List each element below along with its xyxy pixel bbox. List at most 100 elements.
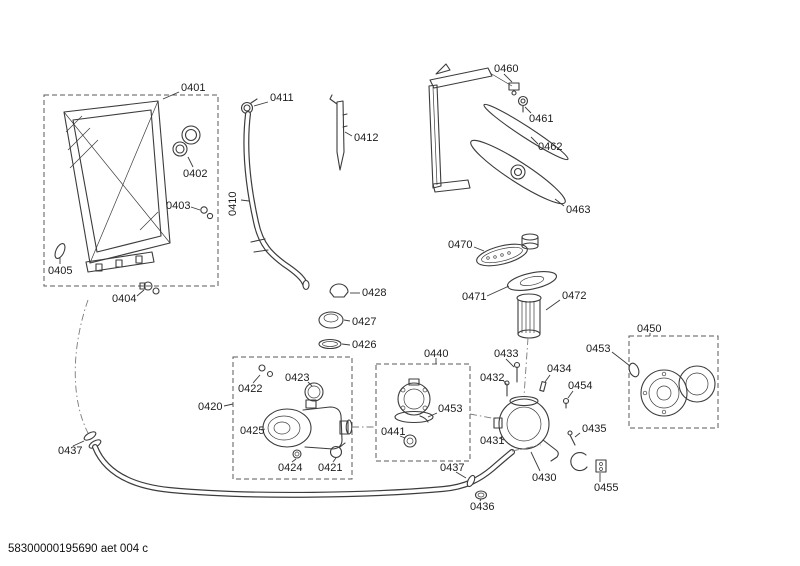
leader-0430 bbox=[530, 451, 541, 472]
motor-group: 0450 0453 bbox=[586, 323, 719, 429]
hose-fitting-ring bbox=[250, 238, 266, 243]
leader-0463 bbox=[554, 198, 565, 207]
part-label-0453-pump: 0453 bbox=[438, 403, 462, 415]
part-label-0434: 0434 bbox=[547, 363, 571, 375]
leader-0434 bbox=[544, 374, 551, 383]
part-label-0440: 0440 bbox=[424, 348, 448, 360]
seal-ring-outer bbox=[181, 125, 201, 145]
filter-plate-0471 bbox=[506, 271, 558, 291]
hose-fitting-0437 bbox=[466, 474, 476, 488]
part-label-0460: 0460 bbox=[494, 63, 518, 75]
filter-cap bbox=[521, 233, 539, 241]
part-0412-group: 0412 bbox=[329, 94, 378, 171]
part-0405 bbox=[54, 243, 66, 259]
clip-0453 bbox=[419, 415, 429, 423]
leader-0426 bbox=[341, 343, 351, 346]
leader-0453-pump bbox=[427, 412, 438, 418]
part-label-0410: 0410 bbox=[227, 192, 239, 216]
part-label-0462: 0462 bbox=[538, 141, 562, 153]
pin-0434 bbox=[539, 381, 547, 392]
pump-head-flange bbox=[394, 410, 434, 424]
leader-0425 bbox=[260, 428, 266, 431]
part-label-0454: 0454 bbox=[568, 380, 592, 392]
frame-vertical-bar bbox=[428, 84, 442, 189]
filter-group: 0470 0471 0472 bbox=[448, 233, 586, 339]
leader-0422 bbox=[252, 374, 261, 384]
group-box-0450 bbox=[628, 335, 719, 429]
fitting-0403 bbox=[200, 206, 208, 214]
sump-outlet bbox=[542, 439, 559, 462]
part-label-0437-center: 0437 bbox=[440, 462, 464, 474]
leader-0437-center bbox=[455, 471, 467, 479]
leader-0461 bbox=[524, 106, 532, 114]
leader-0472 bbox=[545, 299, 561, 311]
hose-ring bbox=[83, 431, 97, 441]
part-label-0437-left: 0437 bbox=[58, 445, 82, 457]
sump-collar bbox=[509, 395, 539, 407]
part-label-0428: 0428 bbox=[362, 287, 386, 299]
heat-pump-group: 0420 0422 0423 0425 0424 0421 bbox=[198, 356, 353, 480]
part-label-0431: 0431 bbox=[480, 435, 504, 447]
leader-0454 bbox=[567, 390, 574, 399]
motor-housing bbox=[678, 365, 716, 403]
gasket-0426 bbox=[318, 338, 342, 350]
part-label-0402: 0402 bbox=[183, 168, 207, 180]
leader-0411 bbox=[253, 101, 269, 107]
part-label-0403: 0403 bbox=[166, 200, 190, 212]
part-label-0411: 0411 bbox=[270, 92, 294, 104]
leader-0433 bbox=[505, 358, 515, 368]
spray-arm-frame-group: 0460 0461 0462 0463 bbox=[428, 63, 590, 216]
leader-0471 bbox=[486, 285, 510, 297]
leader-0460 bbox=[503, 73, 513, 83]
part-label-0433: 0433 bbox=[494, 348, 518, 360]
nozzle-0461 bbox=[517, 95, 529, 107]
pump-head bbox=[397, 382, 431, 416]
spray-arm-0463 bbox=[470, 139, 566, 205]
part-label-0461: 0461 bbox=[529, 113, 553, 125]
group-box-0420 bbox=[232, 356, 353, 480]
part-label-0435: 0435 bbox=[582, 423, 606, 435]
cap-0427 bbox=[318, 311, 344, 329]
disc-0441 bbox=[403, 434, 417, 448]
part-label-0421: 0421 bbox=[318, 462, 342, 474]
part-label-0432: 0432 bbox=[480, 372, 504, 384]
part-label-0441: 0441 bbox=[381, 426, 405, 438]
leader-0441 bbox=[399, 435, 406, 439]
leader-0403 bbox=[190, 206, 201, 211]
part-label-0404: 0404 bbox=[112, 293, 136, 305]
document-number: 58300000195690 aet 004 c bbox=[8, 543, 148, 555]
part-label-0405: 0405 bbox=[48, 265, 72, 277]
leader-0402 bbox=[187, 156, 194, 168]
screw-0422 bbox=[258, 364, 266, 372]
part-label-0422: 0422 bbox=[238, 383, 262, 395]
part-0412 bbox=[336, 100, 345, 171]
alignment-hose-to-sump bbox=[511, 444, 542, 452]
part-label-0471: 0471 bbox=[462, 291, 486, 303]
part-label-0425: 0425 bbox=[240, 425, 264, 437]
inlet-hose-group: 0411 0410 bbox=[227, 92, 310, 291]
part-label-0424: 0424 bbox=[278, 462, 302, 474]
part-label-0426: 0426 bbox=[352, 339, 376, 351]
group-box-0401 bbox=[43, 94, 219, 287]
part-label-0412: 0412 bbox=[354, 132, 378, 144]
leader-0423 bbox=[307, 381, 313, 387]
pump-body bbox=[262, 408, 312, 448]
clamp-0421 bbox=[329, 445, 343, 459]
tub-outline bbox=[63, 100, 171, 264]
cap-0428 bbox=[329, 283, 349, 298]
sump-body bbox=[498, 398, 550, 450]
o-ring-0453 bbox=[628, 362, 640, 378]
leader-0427 bbox=[343, 319, 351, 322]
leader-0424 bbox=[291, 458, 297, 463]
leader-0412 bbox=[344, 131, 353, 137]
pump-housing bbox=[302, 406, 343, 450]
part-label-0423: 0423 bbox=[285, 372, 309, 384]
grommet-0424 bbox=[292, 449, 302, 459]
filter-cylinder-collar bbox=[516, 293, 542, 303]
filter-tray-0470 bbox=[476, 243, 528, 267]
alignment-pumphead-to-sump bbox=[469, 413, 498, 420]
feed-pipe-0462 bbox=[483, 103, 569, 161]
part-label-0420: 0420 bbox=[198, 401, 222, 413]
leader-0453-motor bbox=[611, 351, 631, 367]
